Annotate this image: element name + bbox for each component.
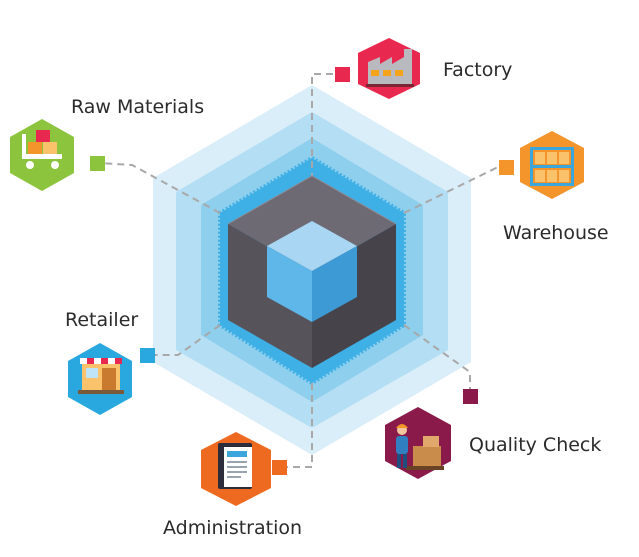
marker-quality-check — [463, 389, 478, 404]
marker-factory — [335, 67, 350, 82]
connector-administration — [280, 383, 313, 468]
hand-truck-icon — [22, 130, 62, 169]
warehouse-node — [520, 131, 584, 199]
connector-factory — [311, 73, 340, 180]
warehouse-label: Warehouse — [503, 222, 609, 244]
inner-cube-right-face — [312, 246, 357, 322]
raw-materials-node — [10, 119, 74, 191]
documents-icon — [218, 443, 252, 489]
raw-materials-label: Raw Materials — [71, 96, 205, 118]
administration-node — [201, 432, 271, 506]
marker-warehouse — [499, 160, 514, 175]
marker-raw-materials — [90, 156, 105, 171]
storefront-icon — [78, 358, 124, 394]
connector-markers — [90, 67, 514, 475]
factory-icon — [366, 49, 414, 87]
administration-label: Administration — [163, 517, 303, 539]
connector-quality-check — [403, 324, 471, 394]
factory-label: Factory — [443, 59, 513, 81]
inner-cube — [267, 221, 357, 322]
quality-check-label: Quality Check — [469, 434, 602, 456]
retailer-label: Retailer — [65, 309, 139, 331]
inspector-icon — [396, 424, 444, 470]
marker-administration — [272, 460, 287, 475]
retailer-node — [68, 343, 132, 415]
marker-retailer — [140, 348, 155, 363]
warehouse-shelves-icon — [530, 147, 574, 186]
cube-edge-highlight — [227, 175, 397, 225]
quality-check-node — [385, 407, 451, 479]
inner-cube-left-face — [267, 246, 312, 322]
factory-node — [358, 38, 420, 99]
connector-raw-materials — [99, 162, 221, 214]
connector-retailer — [155, 324, 221, 356]
